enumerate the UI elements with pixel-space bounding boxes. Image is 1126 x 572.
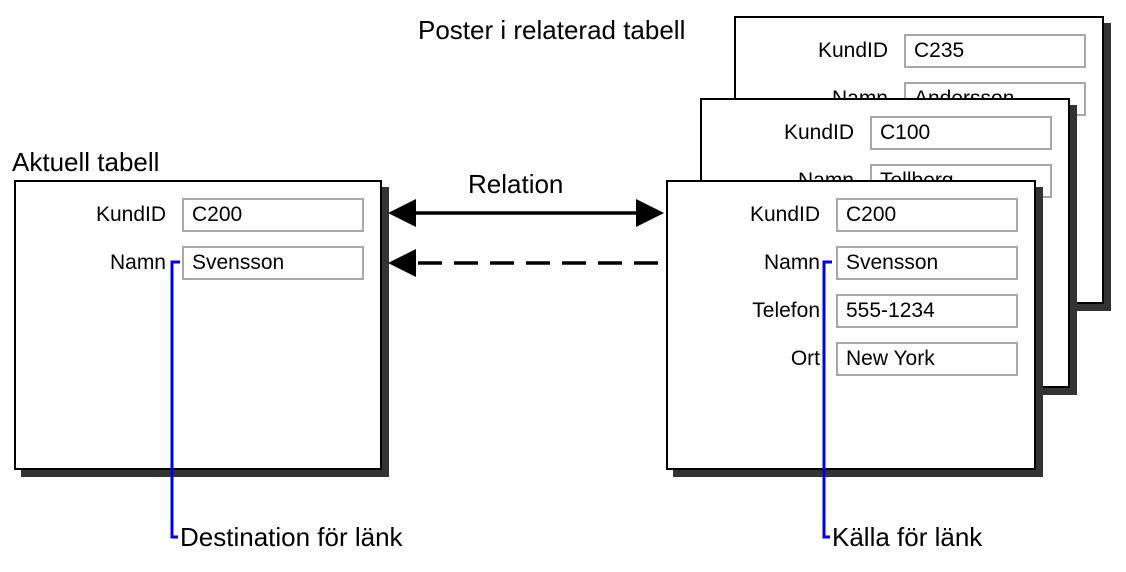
link-source-caption: Källa för länk — [832, 522, 983, 552]
related-record-card-front: KundID C200 Namn Svensson Telefon 555-12… — [666, 180, 1036, 470]
relation-caption: Relation — [468, 169, 564, 199]
field-value-kundid: C235 — [904, 34, 1086, 68]
lookup-arrow — [388, 249, 666, 277]
link-destination-caption: Destination för länk — [180, 522, 403, 552]
field-value-kundid: C200 — [182, 198, 364, 232]
related-records-caption: Poster i relaterad tabell — [418, 15, 686, 45]
field-label-kundid: KundID — [95, 203, 166, 226]
relation-arrow — [388, 199, 664, 227]
field-value-kundid: C100 — [870, 116, 1052, 150]
field-value-telefon: 555-1234 — [836, 294, 1018, 328]
field-value-kundid: C200 — [836, 198, 1018, 232]
current-table-card: KundID C200 Namn Svensson — [14, 180, 382, 470]
current-table-caption: Aktuell tabell — [12, 147, 160, 177]
field-value-namn: Svensson — [836, 246, 1018, 280]
field-label-namn: Namn — [763, 251, 820, 274]
field-label-kundid: KundID — [749, 203, 820, 226]
field-label-kundid: KundID — [817, 39, 888, 62]
field-label-telefon: Telefon — [752, 299, 820, 322]
field-value-ort: New York — [836, 342, 1018, 376]
field-label-ort: Ort — [790, 347, 820, 370]
field-label-namn: Namn — [109, 251, 166, 274]
field-label-kundid: KundID — [783, 121, 854, 144]
field-value-namn: Svensson — [182, 246, 364, 280]
